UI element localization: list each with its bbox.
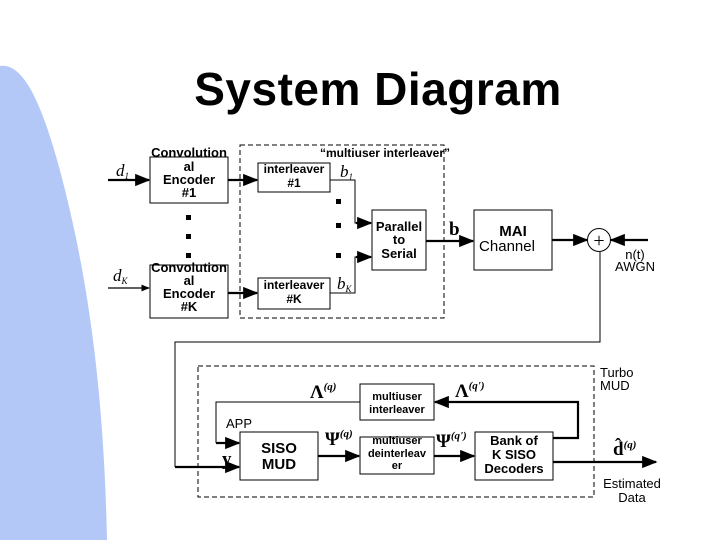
turbo-mud-label-line1: Turbo (600, 365, 633, 380)
app-label: APP (226, 416, 252, 431)
ellipsis-dot (336, 199, 341, 204)
lambda-q-label: Λ(q) (310, 381, 336, 403)
ps-line1: Parallel (376, 219, 422, 234)
mai-channel-block: MAI Channel (473, 209, 553, 271)
rx-deinterleaver-line3: er (392, 460, 403, 472)
interleaver-K-block: interleaver #K (257, 277, 331, 310)
parallel-to-serial-block: Parallel to Serial (371, 209, 427, 271)
received-signal-label: y (222, 449, 232, 470)
psi-qprime-label: Ψ(q') (436, 430, 467, 452)
ellipsis-dot (186, 234, 191, 239)
ellipsis-dot (186, 253, 191, 258)
interleaver-K-line2: #K (286, 292, 302, 306)
noise-label-line2: AWGN (615, 259, 655, 274)
bank-line3: Decoders (484, 461, 543, 476)
encoder-K-line2: al (184, 273, 195, 288)
encoder-K-line4: #K (181, 299, 198, 314)
interleaver-1-line2: #1 (287, 176, 301, 190)
interleaver-K-line1: interleaver (264, 278, 325, 292)
ps-line2: to (393, 232, 405, 247)
rx-deinterleaver-line1: multiuser (372, 435, 422, 447)
encoder-1-line1: Convolution (151, 145, 227, 160)
turbo-mud-group (197, 365, 595, 498)
ellipsis-dot (186, 215, 191, 220)
interleaver-1-block: interleaver #1 (257, 162, 331, 193)
serial-output-label: b (449, 219, 460, 240)
ellipsis-dot (336, 253, 341, 258)
encoder-1-line3: Encoder (163, 172, 215, 187)
siso-mud-block: SISO MUD (239, 431, 319, 481)
channel-line1: MAI (499, 223, 527, 240)
channel-line2: Channel (479, 238, 535, 255)
encoder-1-line2: al (184, 159, 195, 174)
ps-line3: Serial (381, 246, 416, 261)
encoder-K-line1: Convolution (151, 260, 227, 275)
input-label-dK: dK (113, 266, 129, 286)
received-signal-wire (174, 252, 601, 467)
rx-interleaver-line2: interleaver (369, 404, 425, 416)
psi-q-label: Ψ(q) (325, 428, 353, 450)
interleaver-K-output-label: bK (337, 274, 353, 294)
multiuser-interleaver-group (239, 144, 445, 319)
bank-line2: K SISO (492, 447, 536, 462)
lambda-qprime-label: Λ(q') (455, 380, 485, 402)
bank-decoders-block: Bank of K SISO Decoders (474, 431, 554, 481)
rx-deinterleaver-line2: deinterleav (368, 448, 427, 460)
decorative-swoosh (0, 65, 107, 540)
encoder-K-block: Convolution al Encoder #K (149, 260, 229, 319)
summer-node: + (587, 228, 611, 252)
siso-mud-line1: SISO (261, 440, 297, 457)
multiuser-interleaver-label: “multiuser interleaver” (320, 146, 450, 160)
encoder-1-block: Convolution al Encoder #1 (149, 145, 229, 204)
ellipsis-dot (336, 223, 341, 228)
app-feedback-wire (215, 401, 360, 443)
rx-multiuser-deinterleaver-block: multiuser deinterleav er (359, 435, 435, 475)
bank-feedback-wire (433, 395, 580, 440)
interleaver-1-line1: interleaver (264, 162, 325, 176)
interleaver-1-output-label: b1 (340, 162, 353, 182)
estimated-data-line1: Estimated (603, 476, 661, 491)
encoder-K-line3: Encoder (163, 286, 215, 301)
encoder-1-line4: #1 (182, 185, 196, 200)
input-label-d1: d1 (116, 161, 129, 181)
bank-line1: Bank of (490, 433, 538, 448)
slide-title: System Diagram (194, 63, 562, 115)
turbo-mud-label-line2: MUD (600, 378, 630, 393)
summer-plus-icon: + (593, 230, 604, 252)
rx-interleaver-line1: multiuser (372, 391, 422, 403)
estimated-data-line2: Data (618, 490, 646, 505)
rx-multiuser-interleaver-block: multiuser interleaver (359, 383, 435, 421)
siso-mud-line2: MUD (262, 456, 296, 473)
noise-label-line1: n(t) (625, 247, 645, 262)
estimate-label: d̂(q) (613, 438, 636, 460)
